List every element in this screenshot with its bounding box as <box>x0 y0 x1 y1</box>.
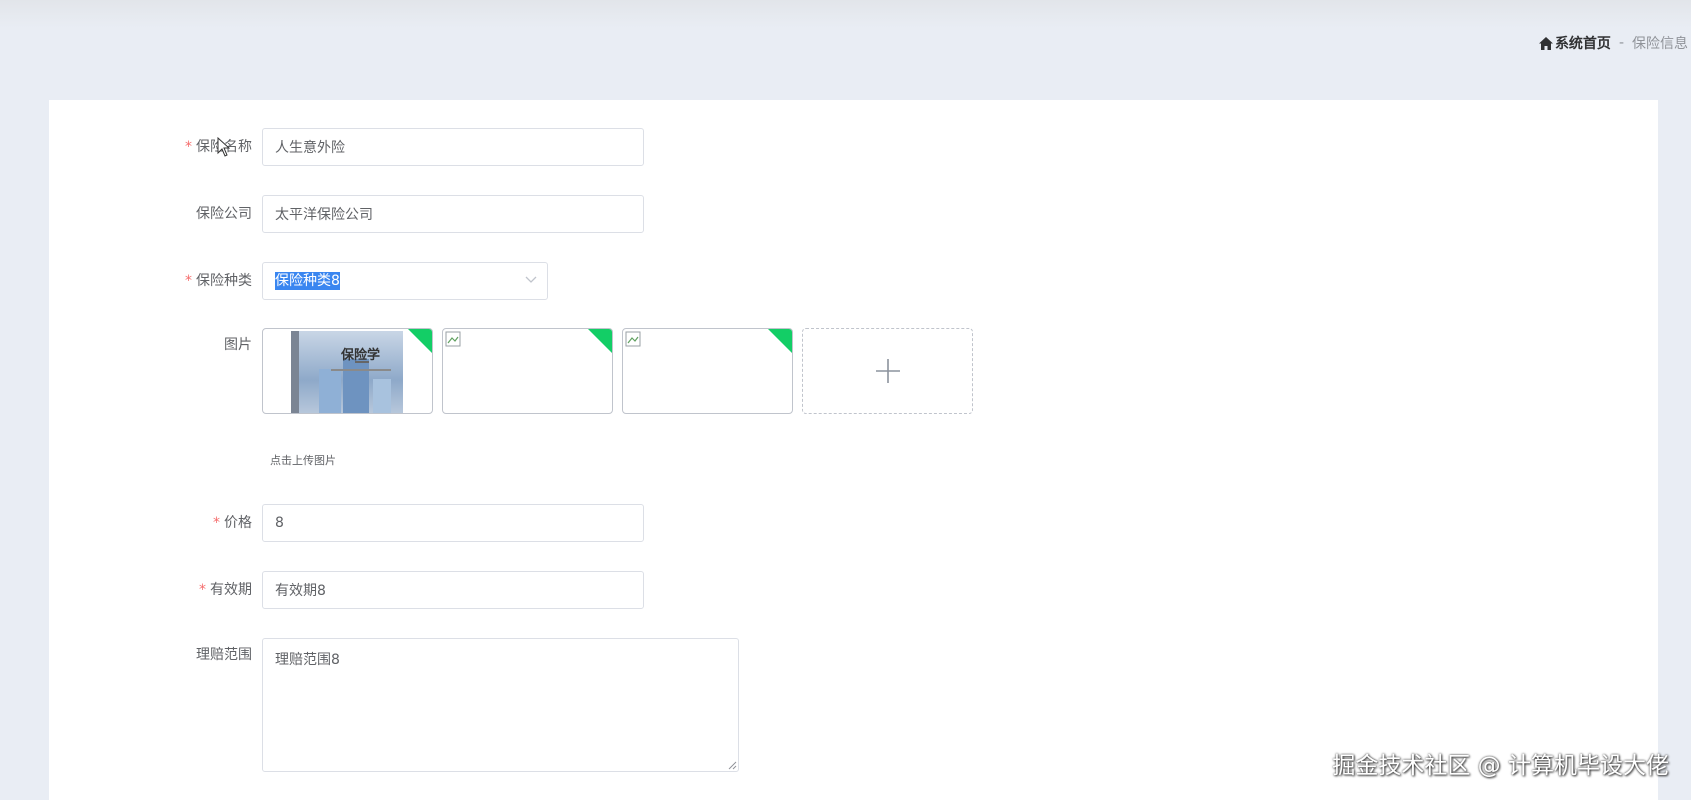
breadcrumb: 系统首页 - 保险信息 <box>1538 33 1688 53</box>
resize-handle-icon[interactable] <box>727 760 737 770</box>
image-upload-list: 保险学 <box>262 328 973 414</box>
claim-scope-label: 理赔范围 <box>196 647 252 663</box>
add-image-button[interactable] <box>802 328 973 414</box>
mouse-cursor-icon <box>217 137 230 157</box>
watermark: 掘金技术社区 @ 计算机毕设大佬 <box>1332 753 1669 779</box>
required-mark: * <box>185 273 192 289</box>
price-label: *价格 <box>213 515 252 531</box>
uploaded-image-1[interactable]: 保险学 <box>262 328 433 414</box>
upload-tip: 点击上传图片 <box>270 454 336 467</box>
category-selected-value: 保险种类8 <box>275 272 340 290</box>
chevron-down-icon <box>525 276 537 283</box>
broken-image-icon <box>445 331 461 347</box>
broken-image-icon <box>625 331 641 347</box>
price-input[interactable] <box>262 504 644 542</box>
top-bar <box>0 0 1691 28</box>
upload-success-badge <box>587 329 612 354</box>
claim-scope-text: 理赔范围8 <box>275 652 340 668</box>
form-row-claim-scope: 理赔范围 理赔范围8 <box>49 638 739 772</box>
category-label: *保险种类 <box>185 273 252 289</box>
claim-scope-textarea[interactable]: 理赔范围8 <box>262 638 739 772</box>
plus-icon <box>875 359 900 383</box>
book-cover-title: 保险学 <box>341 348 381 363</box>
images-label: 图片 <box>224 337 252 353</box>
insurance-category-select[interactable]: 保险种类8 <box>262 262 548 300</box>
form-row-name: *保险名称 <box>49 128 644 166</box>
required-mark: * <box>199 582 206 598</box>
validity-input[interactable] <box>262 571 644 609</box>
book-cover-image: 保险学 <box>291 331 403 413</box>
breadcrumb-separator: - <box>1618 35 1624 51</box>
form-row-company: 保险公司 <box>49 195 644 233</box>
uploaded-image-2[interactable] <box>442 328 613 414</box>
insurance-name-input[interactable] <box>262 128 644 166</box>
form-card: *保险名称 保险公司 *保险种类 保险种类8 图片 保险学 <box>49 100 1658 800</box>
form-row-price: *价格 <box>49 504 644 542</box>
breadcrumb-current: 保险信息 <box>1632 36 1688 52</box>
breadcrumb-home-link[interactable]: 系统首页 <box>1554 36 1611 52</box>
insurance-company-input[interactable] <box>262 195 644 233</box>
name-label: *保险名称 <box>49 128 262 166</box>
upload-success-badge <box>767 329 792 354</box>
validity-label: *有效期 <box>199 582 252 598</box>
form-row-category: *保险种类 保险种类8 <box>49 262 548 300</box>
required-mark: * <box>213 515 220 531</box>
form-row-images: 图片 保险学 <box>49 328 973 414</box>
home-icon <box>1538 36 1553 50</box>
required-mark: * <box>185 139 192 155</box>
company-label: 保险公司 <box>196 206 252 222</box>
form-row-validity: *有效期 <box>49 571 644 609</box>
upload-success-badge <box>407 329 432 354</box>
uploaded-image-3[interactable] <box>622 328 793 414</box>
